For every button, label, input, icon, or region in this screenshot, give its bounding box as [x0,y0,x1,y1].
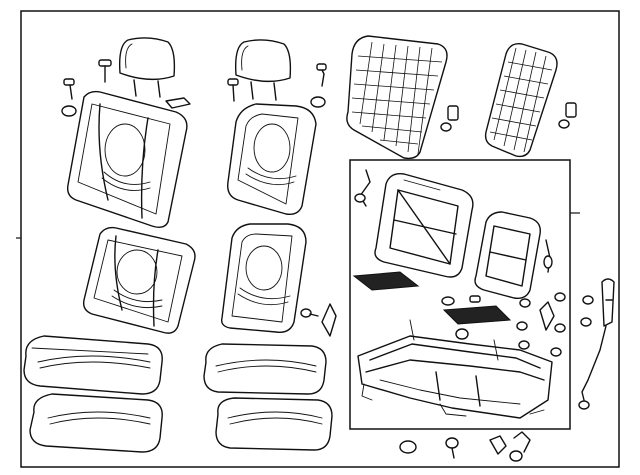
cushion-left-top [23,335,163,395]
back-frame-grid-left [346,35,448,160]
nut-inset-3 [550,347,562,357]
mat-left [352,271,420,291]
nut-anchor-2 [580,317,592,327]
clip-inset-1 [441,296,455,306]
latch-left [447,105,459,121]
bolt-mid [227,78,239,102]
nut-right [558,119,570,129]
nut-inset-4 [518,340,530,350]
cushion-left-bottom [29,393,163,453]
bolt-left-1 [98,59,112,83]
bracket-inset [539,301,555,331]
inset-frame [349,159,571,430]
seatback-lower-left [82,226,196,334]
clip-left [165,97,191,109]
inset-seat-frame-left [374,173,474,278]
nut-left [440,122,452,132]
latch-right [565,102,577,118]
bushing-inset [455,328,469,340]
seatbelt-anchor [578,278,615,410]
grommet-left [61,105,77,117]
bracket-bottom [489,435,507,455]
cap-bottom [399,440,417,454]
cushion-right-bottom [215,397,333,451]
back-frame-grid-right [484,43,558,158]
cushion-right-top [203,343,327,395]
bracket-seatback [321,303,337,337]
headrest-left [118,37,176,98]
nut-inset-2 [554,323,566,333]
outer-frame [20,10,620,468]
seatback-upper-left [66,90,188,229]
nut-anchor-1 [582,295,594,305]
seatback-lower-right [220,223,307,333]
bolt-right [316,63,327,87]
bolt-bottom [445,437,459,459]
cable-end [354,193,366,203]
inset-seat-frame-right [474,211,541,300]
clip-inset-3 [519,298,531,308]
grommet-right [310,96,326,108]
bolt-left-2 [63,78,75,100]
lever-knob [543,255,553,269]
bolt-seatback [300,308,319,318]
mat-right [442,305,512,325]
headrest-right [234,39,292,101]
seatback-upper-right [227,103,317,216]
nut-inset-1 [554,292,566,302]
clip-inset-4 [516,321,528,331]
hook-bottom [509,431,531,462]
clip-inset-2 [469,295,481,303]
seat-base-track [357,319,553,419]
